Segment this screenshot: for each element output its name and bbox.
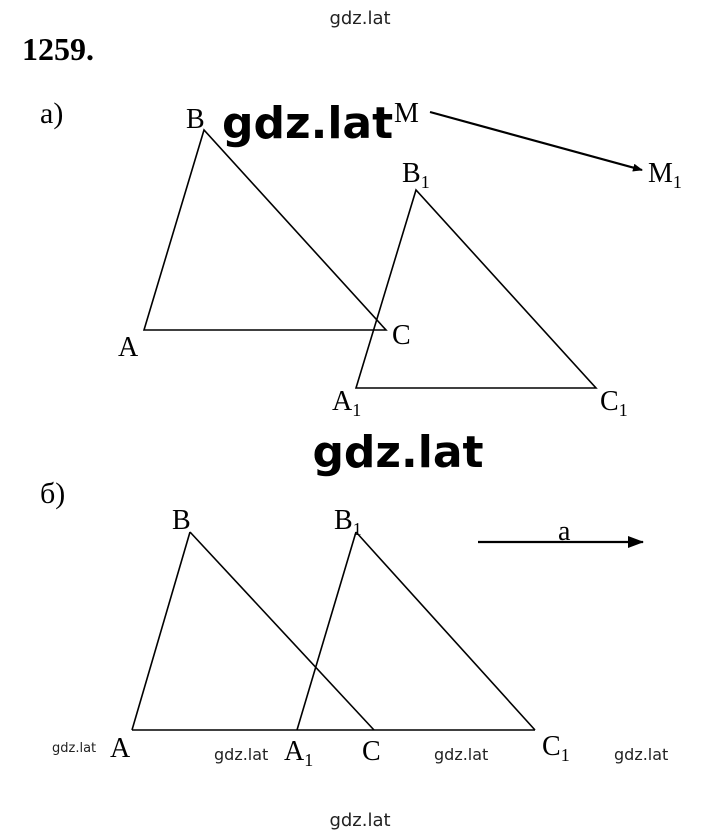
label-c1-a: C1 xyxy=(600,386,628,420)
side-bc-b xyxy=(189,531,375,731)
label-vector-a: a xyxy=(558,516,571,547)
side-b1c1-b xyxy=(355,531,536,731)
triangle-a1b1c1-a xyxy=(354,188,598,389)
label-c1-b: C1 xyxy=(542,731,570,765)
label-c-b: C xyxy=(362,736,381,767)
label-b1-b: B1 xyxy=(334,505,362,539)
label-a1-b: A1 xyxy=(284,736,313,770)
watermark-small-3: gdz.lat xyxy=(434,745,488,764)
label-b1-a: B1 xyxy=(402,158,430,192)
watermark-large-1: gdz.lat xyxy=(222,98,393,149)
watermark-top: gdz.lat xyxy=(329,8,390,29)
side-a1b1-b xyxy=(296,531,357,731)
vector-mm1 xyxy=(429,110,643,172)
watermark-large-2: gdz.lat xyxy=(312,427,483,478)
triangle-abc-a xyxy=(142,128,388,331)
label-a1-a: A1 xyxy=(332,386,361,420)
label-a-a: A xyxy=(118,332,139,363)
label-c-a: C xyxy=(392,320,411,351)
watermark-small-4: gdz.lat xyxy=(614,745,668,764)
watermark-bottom: gdz.lat xyxy=(329,810,390,831)
label-m: M xyxy=(394,98,419,129)
watermark-small-1: gdz.lat xyxy=(52,741,96,756)
part-b-label: б) xyxy=(40,477,65,510)
problem-number: 1259. xyxy=(22,31,94,67)
label-m1: M1 xyxy=(648,158,682,192)
watermark-small-2: gdz.lat xyxy=(214,745,268,764)
side-ab-b xyxy=(131,531,191,731)
label-b-a: B xyxy=(186,104,205,135)
label-b-b: B xyxy=(172,505,191,536)
part-a-label: а) xyxy=(40,97,63,130)
label-a-b: A xyxy=(110,733,131,764)
